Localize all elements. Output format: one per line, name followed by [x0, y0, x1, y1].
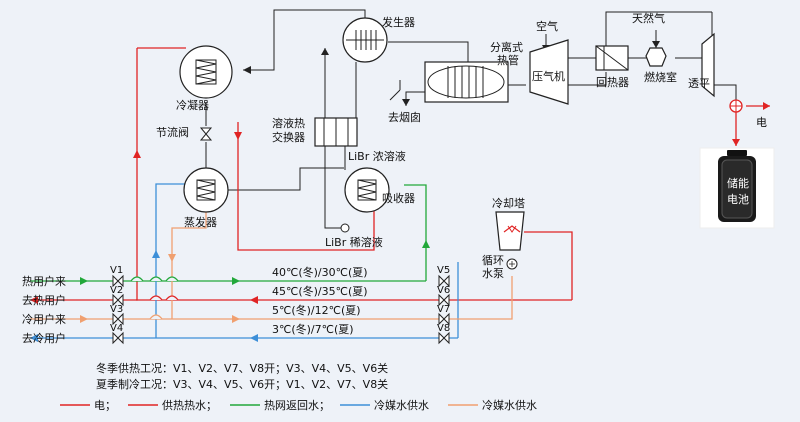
line-label-cold-supply: 去冷用户 [22, 331, 66, 345]
solution-pump-icon [340, 223, 350, 233]
chimney-label: 去烟囱 [388, 110, 421, 124]
absorber [344, 167, 390, 213]
valve-v6 [438, 293, 450, 307]
temp-label-heat-return: 40℃(冬)/30℃(夏) [272, 265, 368, 279]
peach-lines [30, 210, 513, 320]
pipe-crossovers [130, 276, 179, 320]
valve-v1 [112, 274, 124, 288]
legend: 电； 供热热水； 热网返回水； 冷媒水供水 冷媒水供水 [60, 398, 537, 412]
valve-v4 [112, 331, 124, 345]
legend-chilled-supply-peach: 冷媒水供水 [482, 398, 537, 412]
legend-heat-supply: 供热热水； [162, 398, 217, 412]
evaporator-label: 蒸发器 [184, 215, 217, 229]
temp-label-cold-return: 5℃(冬)/12℃(夏) [272, 303, 361, 317]
recuperator [595, 45, 629, 71]
throttle-valve-label: 节流阀 [156, 125, 189, 139]
heat-pipe-label-1: 分离式 [490, 40, 523, 54]
throttle-valve [199, 127, 213, 141]
valve-v7 [438, 312, 450, 326]
generator-label: 发生器 [382, 15, 415, 29]
temp-label-heat-supply: 45℃(冬)/35℃(夏) [272, 284, 368, 298]
valve-v2 [112, 293, 124, 307]
battery-icon [699, 147, 775, 229]
arrowheads [30, 41, 770, 342]
summer-mode-note: 夏季制冷工况：V3、V4、V5、V6开；V1、V2、V7、V8关 [96, 377, 388, 391]
combustor [645, 47, 667, 67]
generator [342, 17, 388, 63]
valve-label-v1: V1 [110, 265, 123, 276]
compressor-label: 压气机 [532, 69, 565, 83]
natural-gas-label: 天然气 [632, 11, 665, 25]
valve-v8 [438, 331, 450, 345]
pump-label-1: 循环 [482, 254, 504, 267]
battery-label-1: 储能 [727, 176, 749, 190]
valve-label-v4: V4 [110, 323, 123, 334]
valve-label-v3: V3 [110, 304, 123, 315]
valves [112, 127, 450, 345]
turbine-label: 透平 [688, 77, 710, 90]
compressor [529, 39, 569, 105]
solution-hx-label-1: 溶液热 [272, 116, 305, 130]
libr-weak-label: LiBr 稀溶液 [325, 235, 383, 249]
legend-electricity: 电； [94, 399, 116, 412]
winter-mode-note: 冬季供热工况：V1、V2、V7、V8开；V3、V4、V5、V6关 [96, 361, 388, 375]
process-lines [205, 9, 737, 229]
legend-chilled-supply-blue: 冷媒水供水 [374, 398, 429, 412]
absorber-label: 吸收器 [382, 191, 415, 205]
temp-label-cold-supply: 3℃(冬)/7℃(夏) [272, 322, 354, 336]
electricity-label: 电 [756, 116, 767, 129]
valve-v3 [112, 312, 124, 326]
battery-label-2: 电池 [727, 193, 749, 206]
circulation-pump-cross-icon [509, 261, 515, 267]
valve-v5 [438, 274, 450, 288]
cooling-tower-label: 冷却塔 [492, 197, 525, 210]
recuperator-label: 回热器 [596, 76, 629, 89]
valve-label-v2: V2 [110, 285, 123, 296]
solution-hx-label-2: 交换器 [272, 130, 305, 144]
combustor-label: 燃烧室 [644, 70, 677, 84]
line-label-heat-supply: 去热用户 [22, 293, 66, 307]
pump-label-2: 水泵 [482, 267, 504, 280]
libr-strong-label: LiBr 浓溶液 [348, 149, 406, 163]
heat-pipe-box [424, 61, 509, 103]
line-label-heat-return: 热用户来 [22, 274, 66, 288]
electric-generator-icon [729, 99, 743, 113]
legend-heat-return: 热网返回水； [264, 399, 330, 412]
solution-hx [314, 117, 358, 147]
condenser [179, 45, 233, 99]
blue-lines [30, 183, 459, 339]
valve-label-v6: V6 [437, 285, 450, 296]
green-lines [30, 184, 427, 282]
cooling-tower [495, 211, 525, 251]
evaporator [183, 167, 229, 213]
valve-label-v5: V5 [437, 265, 450, 276]
valve-label-v8: V8 [437, 323, 450, 334]
line-label-cold-return: 冷用户来 [22, 312, 66, 326]
condenser-label: 冷凝器 [176, 98, 209, 112]
turbine [701, 32, 715, 98]
air-label: 空气 [536, 19, 558, 33]
valve-label-v7: V7 [437, 304, 450, 315]
heat-pipe-label-2: 热管 [497, 53, 519, 67]
